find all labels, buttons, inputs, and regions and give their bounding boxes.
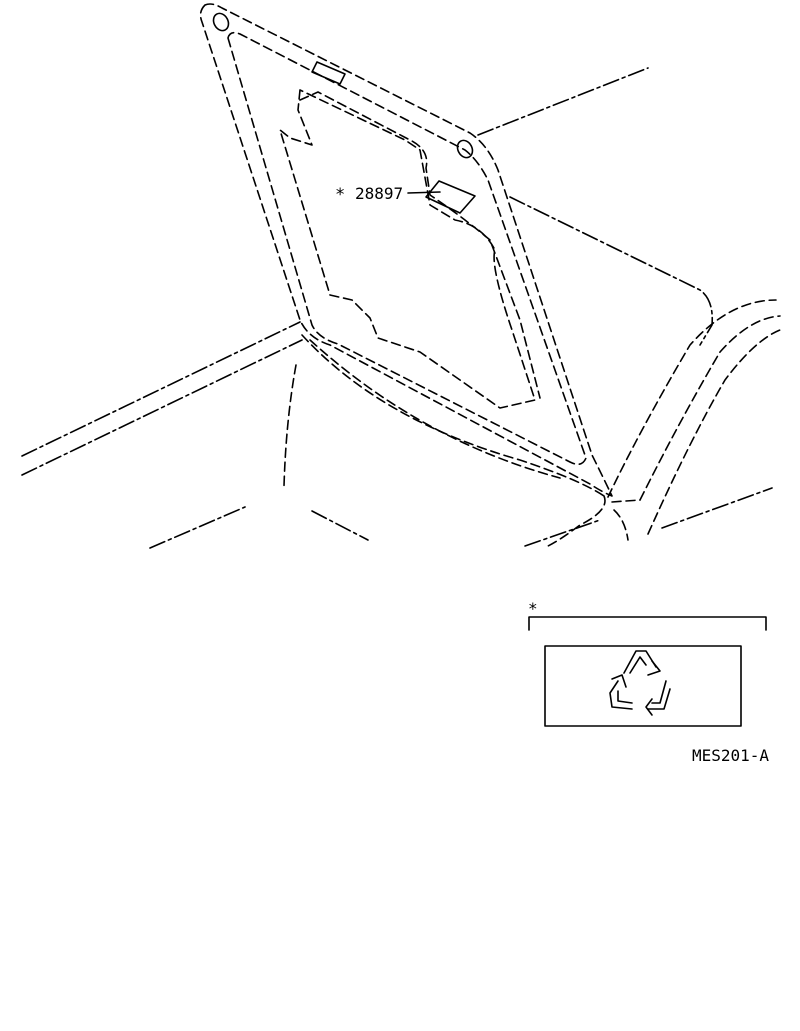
car-body-outline	[21, 67, 781, 549]
hatch-outer-frame	[199, 3, 613, 497]
recycle-icon	[609, 650, 671, 716]
hatch-inner-panel	[279, 89, 541, 409]
legend-marker: *	[528, 599, 538, 618]
legend-box	[544, 645, 742, 727]
leader-line	[407, 191, 441, 194]
part-number-label: 28897	[355, 184, 403, 203]
callout-marker: *	[335, 185, 345, 205]
legend-bracket	[528, 616, 767, 631]
figure-code: MES201-A	[692, 746, 769, 765]
